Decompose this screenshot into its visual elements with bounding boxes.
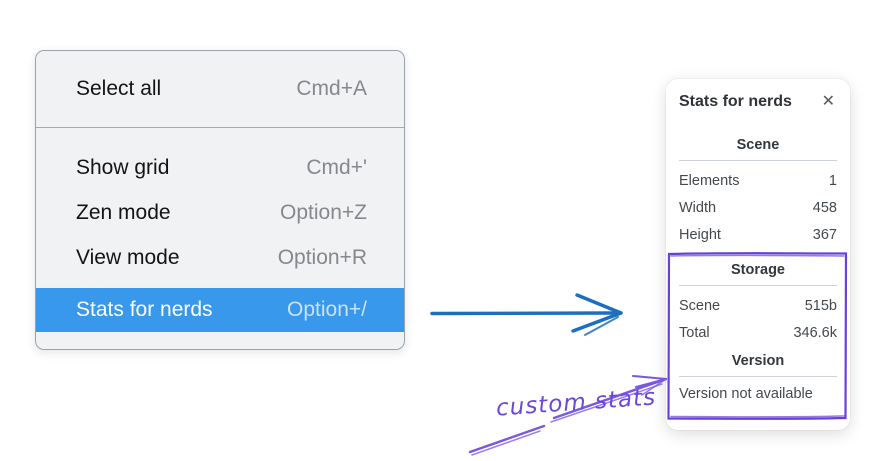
menu-item-shortcut: Option+/ [287,298,367,321]
stat-value: 346.6k [793,325,837,341]
section-heading-version: Version [731,353,785,369]
stat-label: Elements [679,173,740,189]
stats-panel-title: Stats for nerds [679,93,792,110]
stat-value: 1 [828,173,837,189]
version-note: Version not available [679,386,813,402]
menu-item-shortcut: Cmd+A [296,77,367,100]
stat-label: Scene [679,298,721,314]
section-divider [679,160,837,161]
menu-item-label: Stats for nerds [76,298,213,321]
menu-item-zen-mode[interactable]: Zen mode Option+Z [36,190,404,235]
stat-label: Width [679,200,717,216]
menu-item-stats-for-nerds[interactable]: Stats for nerds Option+/ [36,288,404,332]
close-icon[interactable]: ✕ [821,93,835,110]
stat-value: 367 [812,227,837,243]
section-divider [679,285,837,286]
menu-group-top: Select all Cmd+A [36,51,404,127]
menu-item-shortcut: Option+Z [280,200,367,224]
menu-item-label: Show grid [76,155,170,179]
menu-item-label: Zen mode [76,200,171,224]
menu-item-shortcut: Cmd+' [306,155,367,179]
stats-panel-header: Stats for nerds ✕ [679,92,837,112]
menu-item-label: View mode [76,245,180,269]
menu-separator [36,127,404,128]
blue-arrow[interactable] [425,290,637,340]
stat-value: 458 [812,200,837,216]
section-divider [679,376,837,377]
section-heading-scene: Scene [736,137,780,153]
menu-group-bottom: Show grid Cmd+' Zen mode Option+Z View m… [36,128,404,348]
menu-item-show-grid[interactable]: Show grid Cmd+' [36,145,404,190]
stat-value: 515b [804,298,837,314]
stats-panel: Stats for nerds ✕ Scene Elements 1 Width… [666,79,850,430]
custom-stats-annotation[interactable]: custom stats [495,384,657,422]
stat-label: Total [679,325,710,341]
section-heading-storage: Storage [731,262,785,278]
stat-row-scene-storage: Scene 515b [679,293,837,320]
stat-row-height: Height 367 [679,222,837,249]
menu-item-shortcut: Option+R [277,245,367,269]
menu-item-label: Select all [76,77,162,100]
menu-item-view-mode[interactable]: View mode Option+R [36,235,404,280]
stat-row-total-storage: Total 346.6k [679,320,837,347]
stat-label: Height [679,227,721,243]
stat-row-width: Width 458 [679,195,837,222]
menu-item-select-all[interactable]: Select all Cmd+A [36,51,404,127]
context-menu: Select all Cmd+A Show grid Cmd+' Zen mod… [35,50,405,350]
stat-row-elements: Elements 1 [679,168,837,195]
